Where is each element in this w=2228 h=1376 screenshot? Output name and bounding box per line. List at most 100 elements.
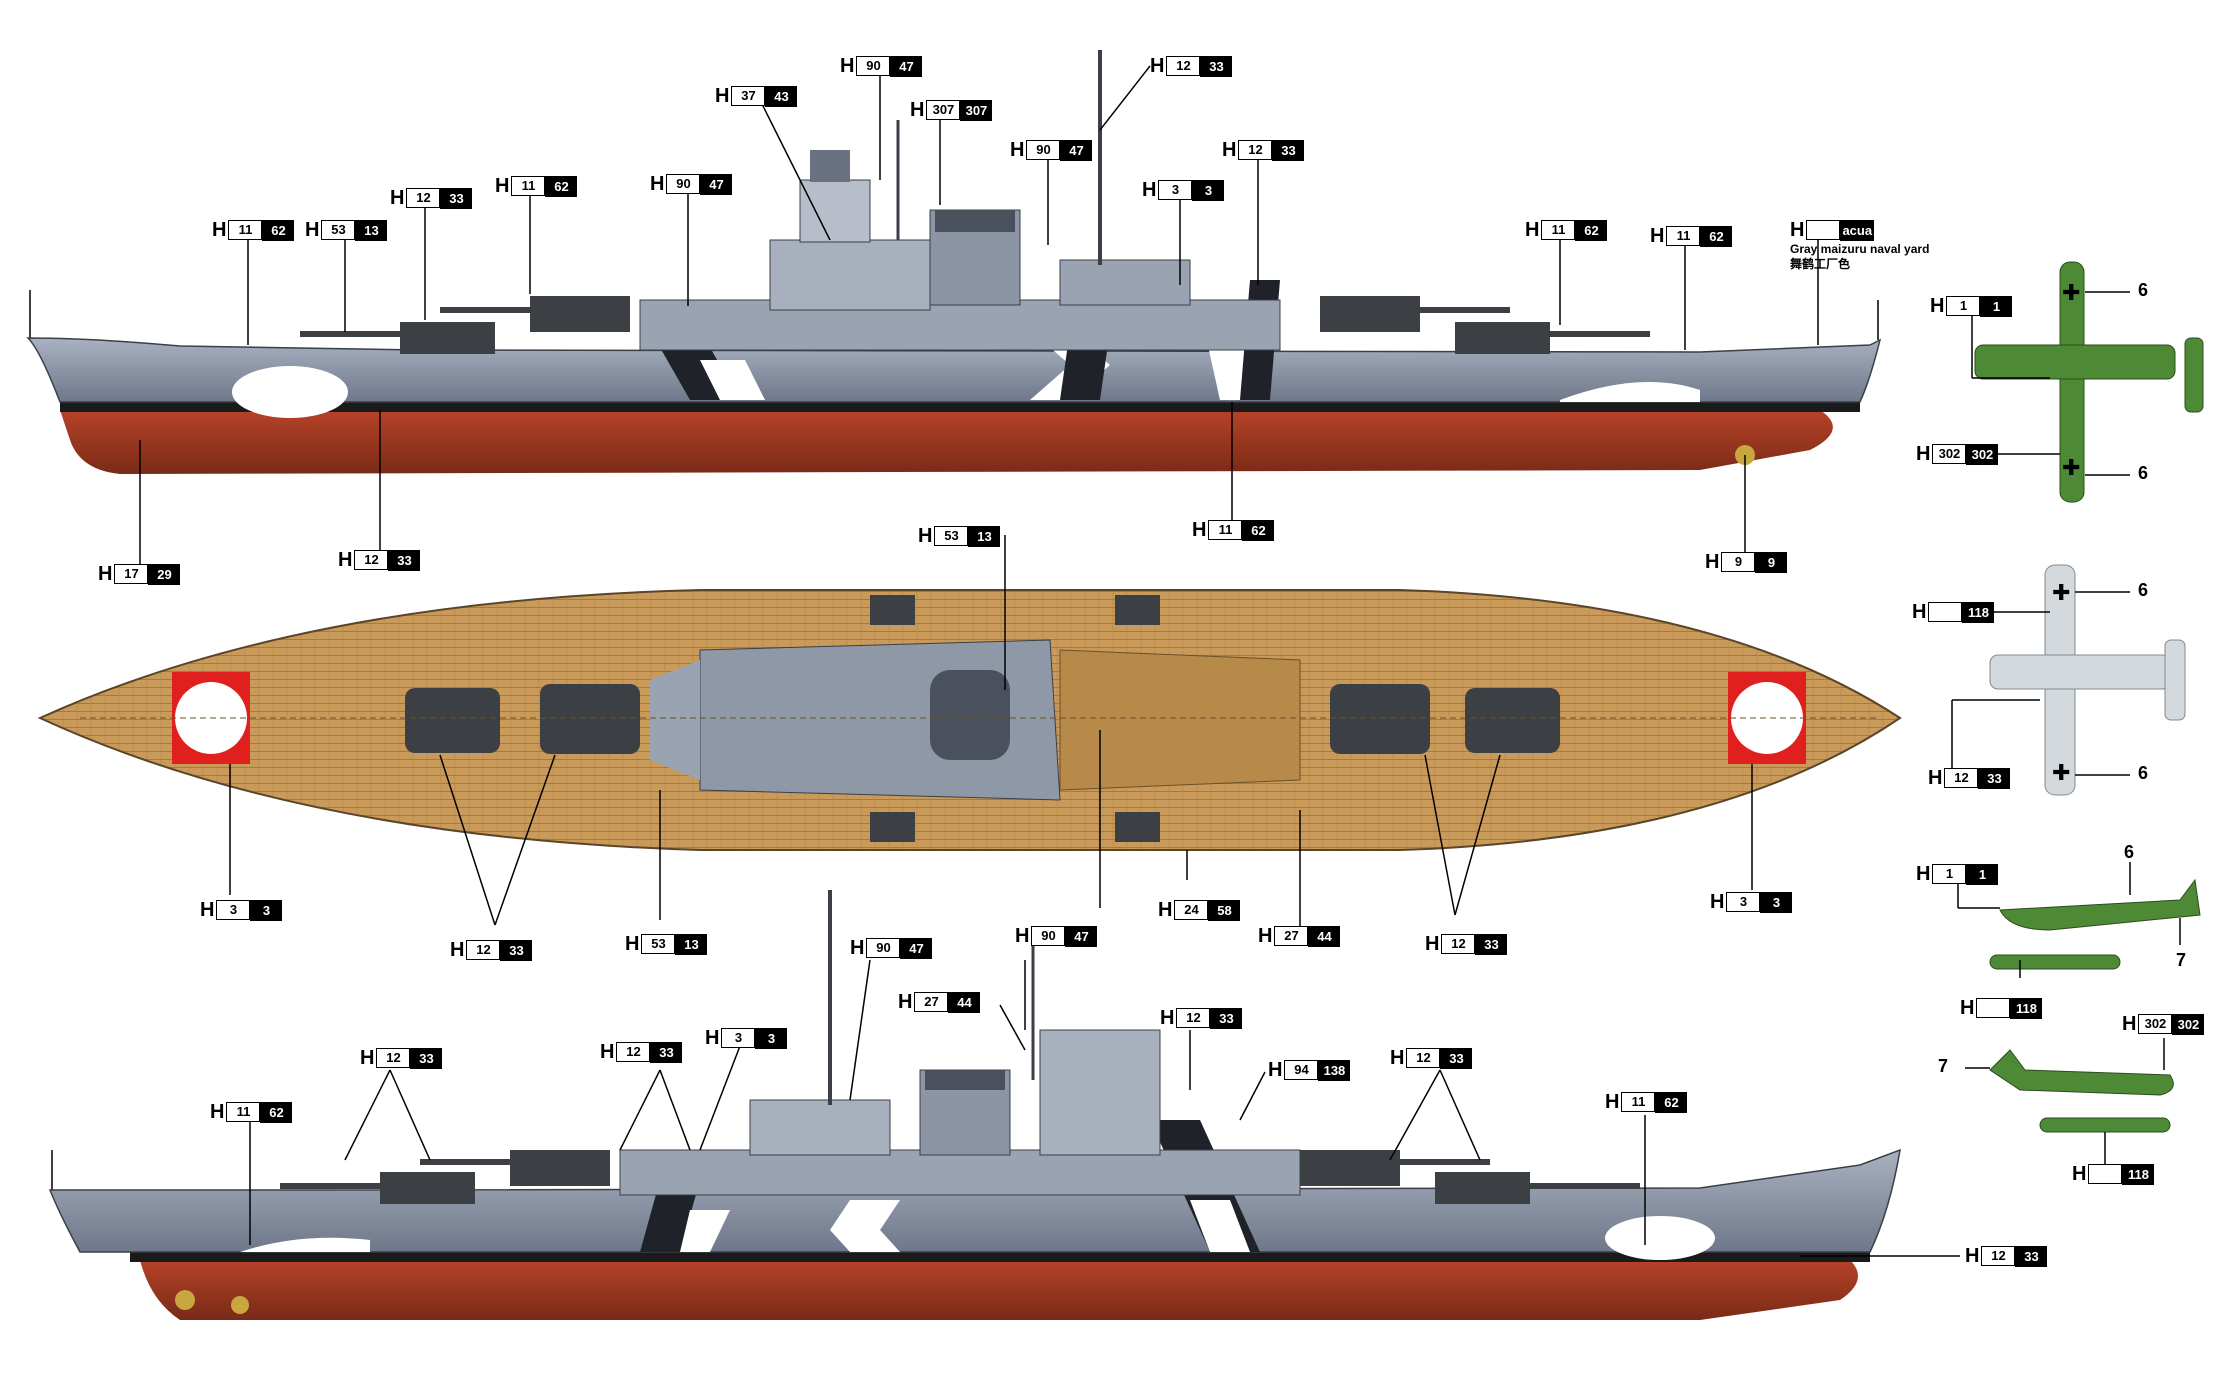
port-aft-tower bbox=[749, 1099, 891, 1156]
boot-topping bbox=[60, 402, 1860, 412]
plane2-cross-icon: ✚ bbox=[2052, 580, 2070, 605]
port-camo-3 bbox=[830, 1200, 900, 1252]
leader-lines bbox=[139, 65, 2181, 1257]
turret-caesar bbox=[1320, 296, 1420, 332]
turret-dora bbox=[1455, 322, 1550, 354]
plan-sec-3 bbox=[870, 812, 915, 842]
plane2-tail bbox=[2164, 639, 2186, 721]
side-view-port bbox=[48, 890, 1901, 1320]
port-lower-hull-red bbox=[140, 1260, 1858, 1320]
port-turret-anton bbox=[1435, 1172, 1530, 1204]
port-propeller-icon-2 bbox=[231, 1296, 249, 1314]
plane2-wing bbox=[1989, 654, 2171, 690]
plan-turret-caesar bbox=[1330, 684, 1430, 754]
false-bow-wave bbox=[232, 366, 348, 418]
camo-stripe-2 bbox=[700, 360, 765, 400]
aircraft-side-right bbox=[1989, 878, 2201, 970]
port-turret-caesar bbox=[510, 1150, 610, 1186]
aft-tower bbox=[1059, 259, 1191, 306]
turret-bruno bbox=[530, 296, 630, 332]
port-propeller-icon bbox=[175, 1290, 195, 1310]
plane3-fuselage bbox=[1999, 878, 2201, 931]
plane1-fuselage bbox=[2059, 261, 2085, 503]
plan-sec-4 bbox=[1115, 812, 1160, 842]
port-false-bow-wave bbox=[1605, 1216, 1715, 1260]
plan-view bbox=[37, 589, 1902, 851]
plane1-cross-icon: ✚ bbox=[2062, 280, 2080, 305]
port-turret-dora bbox=[380, 1172, 475, 1204]
port-funnel-cap bbox=[925, 1070, 1005, 1090]
plane4-fuselage bbox=[1989, 1049, 2174, 1096]
forward-tower-top bbox=[799, 179, 871, 243]
aircraft-top-green: ✚ ✚ bbox=[1974, 261, 2204, 503]
decal-number: 6 bbox=[2124, 842, 2135, 862]
lower-hull-red bbox=[60, 410, 1833, 474]
port-turret-bruno bbox=[1300, 1150, 1400, 1186]
plan-sec-2 bbox=[1115, 595, 1160, 625]
plan-turret-bruno bbox=[540, 684, 640, 754]
port-forward-tower bbox=[1039, 1029, 1161, 1156]
plan-superstructure-aft bbox=[1059, 649, 1301, 791]
aircraft-bottom-light: ✚ ✚ bbox=[1989, 564, 2186, 796]
decal-number: 7 bbox=[1938, 1056, 1949, 1076]
funnel-cap bbox=[935, 210, 1015, 232]
false-stern-wave bbox=[1560, 382, 1700, 402]
plane2-cross-icon-2: ✚ bbox=[2052, 760, 2070, 785]
plane1-wing bbox=[1974, 344, 2176, 380]
port-camo-5 bbox=[1190, 1200, 1250, 1252]
plane3-float bbox=[1989, 954, 2121, 970]
superstructure-base bbox=[639, 299, 1281, 351]
gray-note-line1: Gray maizuru naval yard bbox=[1790, 242, 1930, 256]
gray-note-line2: 舞鹤工厂色 bbox=[1790, 257, 1851, 271]
plan-turret-anton bbox=[405, 688, 500, 753]
port-boot-topping bbox=[130, 1252, 1870, 1262]
plan-turret-dora bbox=[1465, 688, 1560, 753]
turret-anton bbox=[400, 322, 495, 354]
decal-number: 6 bbox=[2138, 580, 2149, 600]
port-camo-2 bbox=[680, 1210, 730, 1252]
port-false-stern-wave bbox=[240, 1237, 370, 1252]
stern-recognition-white bbox=[1731, 682, 1803, 754]
